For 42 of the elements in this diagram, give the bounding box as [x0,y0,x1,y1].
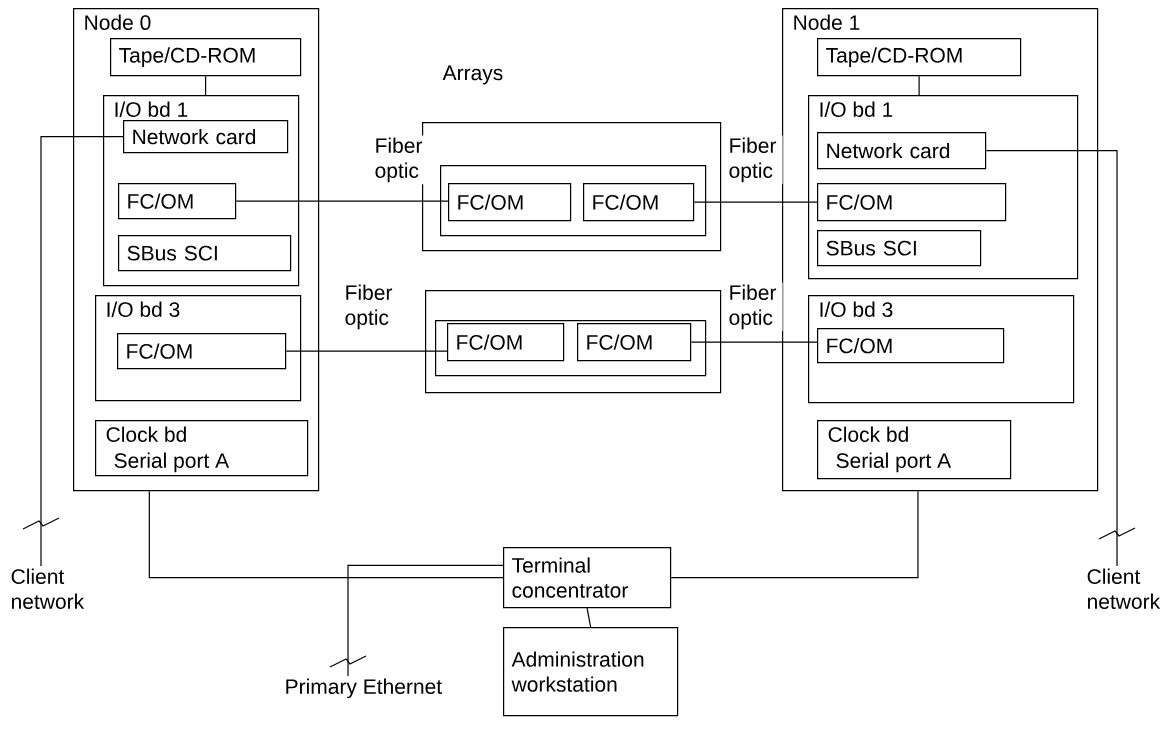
connector-line [235,200,449,202]
edge-label: Fiber optic [726,135,783,185]
board-box: Clock bd Serial port A [95,420,309,477]
array-title: Arrays [442,65,503,85]
card-box: SBus SCI [118,235,292,272]
card-box: FC/OM [583,183,695,222]
edge-label: Fiber optic [342,282,399,332]
network-label: Primary Ethernet [286,678,442,699]
connector-line [985,150,1118,567]
card-box: FC/OM [577,323,692,362]
edge-label: Fiber optic [372,135,429,185]
connector-line [347,564,504,677]
array-box [435,320,707,377]
workstation-box: Administration workstation [503,627,679,717]
connector-line [148,490,504,579]
array-box [425,290,722,394]
card-box: SBus SCI [817,230,982,267]
connector-line [670,490,919,579]
array-box [422,122,722,252]
card-box: FC/OM [817,328,1005,364]
card-box: FC/OM [117,333,287,370]
board-box: Clock bd Serial port A [817,420,1012,480]
card-box: Network card [123,120,289,154]
device-box: Tape/CD-ROM [817,38,1022,77]
array-box [440,165,707,237]
card-box: FC/OM [447,323,565,362]
edge-label: Fiber optic [726,282,783,332]
card-box: FC/OM [448,183,572,222]
network-label: Client network [1087,568,1161,610]
connector-line [690,341,818,343]
connector-line [586,607,592,628]
network-label: Client network [11,568,85,610]
card-box: Network card [817,132,987,170]
connector-line [285,350,448,352]
connector-line [40,136,124,567]
connector-line [205,75,207,96]
card-box: FC/OM [817,183,1007,222]
terminal-box: Terminal concentrator [503,547,672,609]
device-box: Tape/CD-ROM [110,38,302,77]
card-box: FC/OM [118,183,237,220]
connector-line [918,75,920,96]
connector-line [693,201,818,203]
